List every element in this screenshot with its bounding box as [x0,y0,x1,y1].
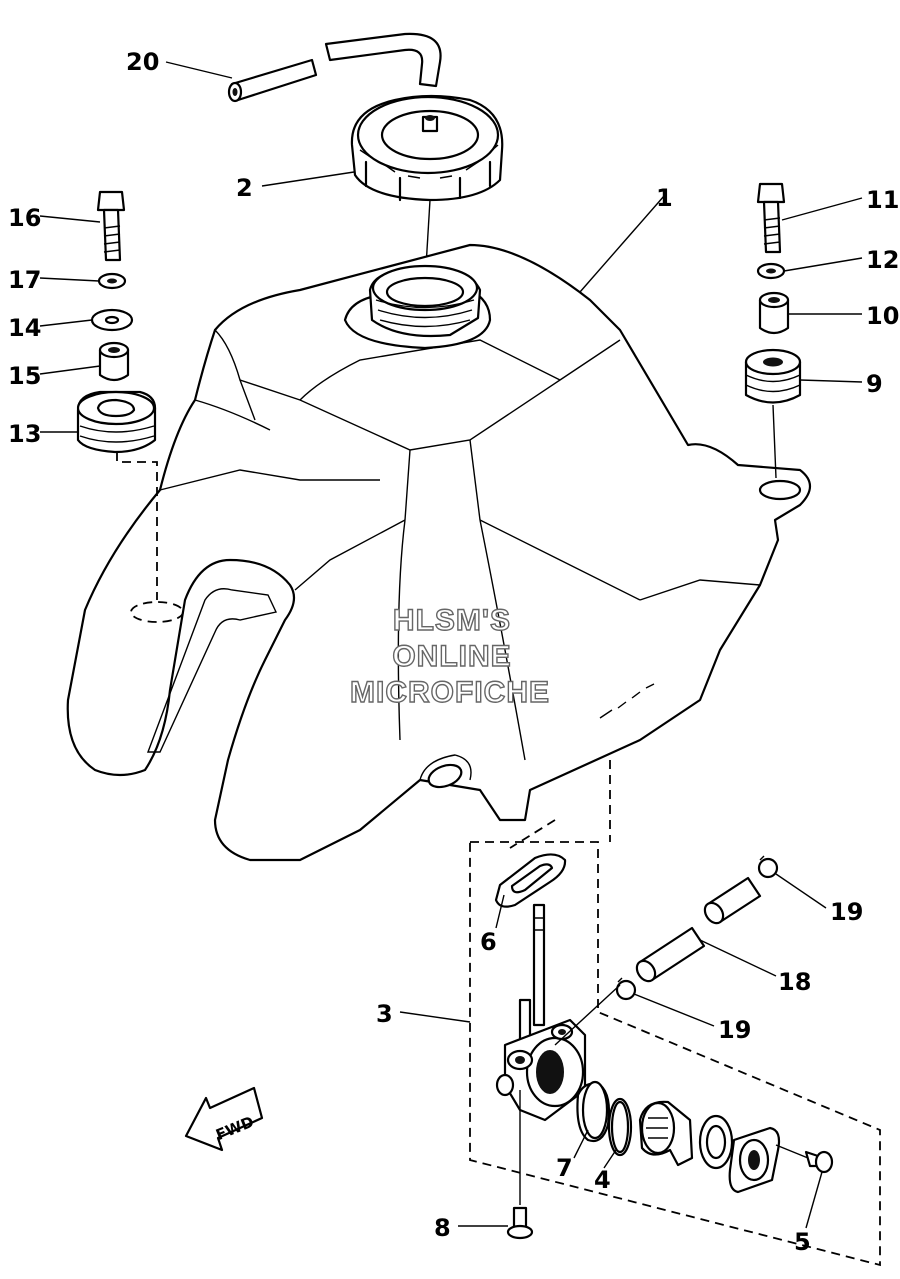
callout-17: 17 [8,266,41,294]
callout-3: 3 [376,1000,393,1028]
bolt-right [756,182,786,254]
callout-13: 13 [8,420,41,448]
washer-left [90,308,134,332]
callout-1: 1 [656,184,673,212]
lever-assembly [638,1100,694,1167]
callout-2: 2 [236,174,253,202]
collar-right [758,291,790,335]
callout-15: 15 [8,362,41,390]
left-mount-leader [116,452,158,600]
hose-19-leader [554,984,621,1046]
right-mount-leader [772,404,777,479]
callout-18: 18 [778,968,811,996]
fuel-cock-pipe [518,903,546,1042]
watermark-line-1: HLSM'S [393,604,511,637]
fuel-tank [66,243,812,862]
breather-hose [227,32,442,103]
callout-14: 14 [8,314,41,342]
watermark-line-3: MICROFICHE [350,676,550,709]
callout-11: 11 [866,186,899,214]
grommet-left [76,390,157,454]
callout-10: 10 [866,302,899,330]
callout-19b: 19 [718,1016,751,1044]
callout-leaders [39,61,863,1229]
screw-8 [506,1206,534,1240]
callout-20: 20 [126,48,159,76]
callout-16: 16 [8,204,41,232]
callout-19a: 19 [830,898,863,926]
fuel-cock-body [495,1018,587,1122]
o-ring [607,1097,633,1157]
grommet-right [744,348,802,404]
screw-5 [804,1150,834,1174]
lock-washer-left [97,272,127,290]
bolt-left [96,190,126,262]
callout-12: 12 [866,246,899,274]
watermark-line-2: ONLINE [392,640,511,673]
fwd-arrow: FWD [184,1086,264,1152]
fuel-cock-boundary [469,841,881,1267]
filter-cup [576,1080,611,1143]
fuel-cock-leader [509,760,611,849]
callout-4: 4 [594,1166,611,1194]
fuel-cock-gasket [494,853,567,908]
callout-5: 5 [794,1228,811,1256]
lever-gasket [698,1114,734,1170]
clip-upper [757,855,779,879]
fuel-hose [635,876,762,983]
collar-left [98,341,130,382]
screw-5-leader [775,1144,809,1159]
callout-labels: 20 2 16 17 14 15 13 1 11 12 10 9 6 3 19 … [8,48,899,1256]
clip-lower [615,977,637,1001]
callout-7: 7 [556,1154,573,1182]
callout-9: 9 [866,370,883,398]
cover-plate [728,1126,781,1194]
filler-cap [350,94,504,202]
lock-washer-right [756,262,786,280]
callout-8: 8 [434,1214,451,1242]
watermark: HLSM'S ONLINE MICROFICHE [349,603,550,709]
callout-6: 6 [480,928,497,956]
